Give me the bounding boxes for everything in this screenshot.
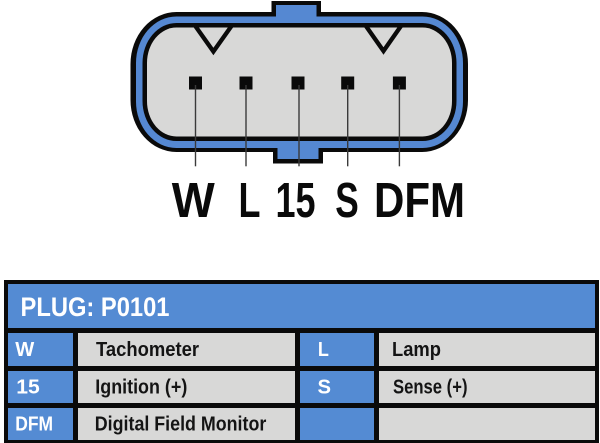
- svg-text:L: L: [318, 338, 329, 361]
- svg-text:S: S: [335, 174, 359, 228]
- svg-text:L: L: [239, 174, 261, 228]
- svg-text:Tachometer: Tachometer: [96, 338, 199, 361]
- svg-text:DFM: DFM: [15, 413, 53, 436]
- svg-text:DFM: DFM: [374, 174, 465, 228]
- svg-text:Ignition (+): Ignition (+): [95, 376, 187, 399]
- svg-text:15: 15: [16, 376, 39, 399]
- svg-text:W: W: [15, 338, 35, 361]
- svg-text:Sense (+): Sense (+): [393, 376, 468, 399]
- svg-text:W: W: [172, 174, 216, 228]
- svg-text:S: S: [318, 376, 332, 399]
- svg-text:Lamp: Lamp: [392, 338, 441, 361]
- svg-text:PLUG: P0101: PLUG: P0101: [21, 292, 170, 322]
- svg-text:15: 15: [276, 174, 316, 228]
- svg-text:Digital Field Monitor: Digital Field Monitor: [95, 413, 267, 436]
